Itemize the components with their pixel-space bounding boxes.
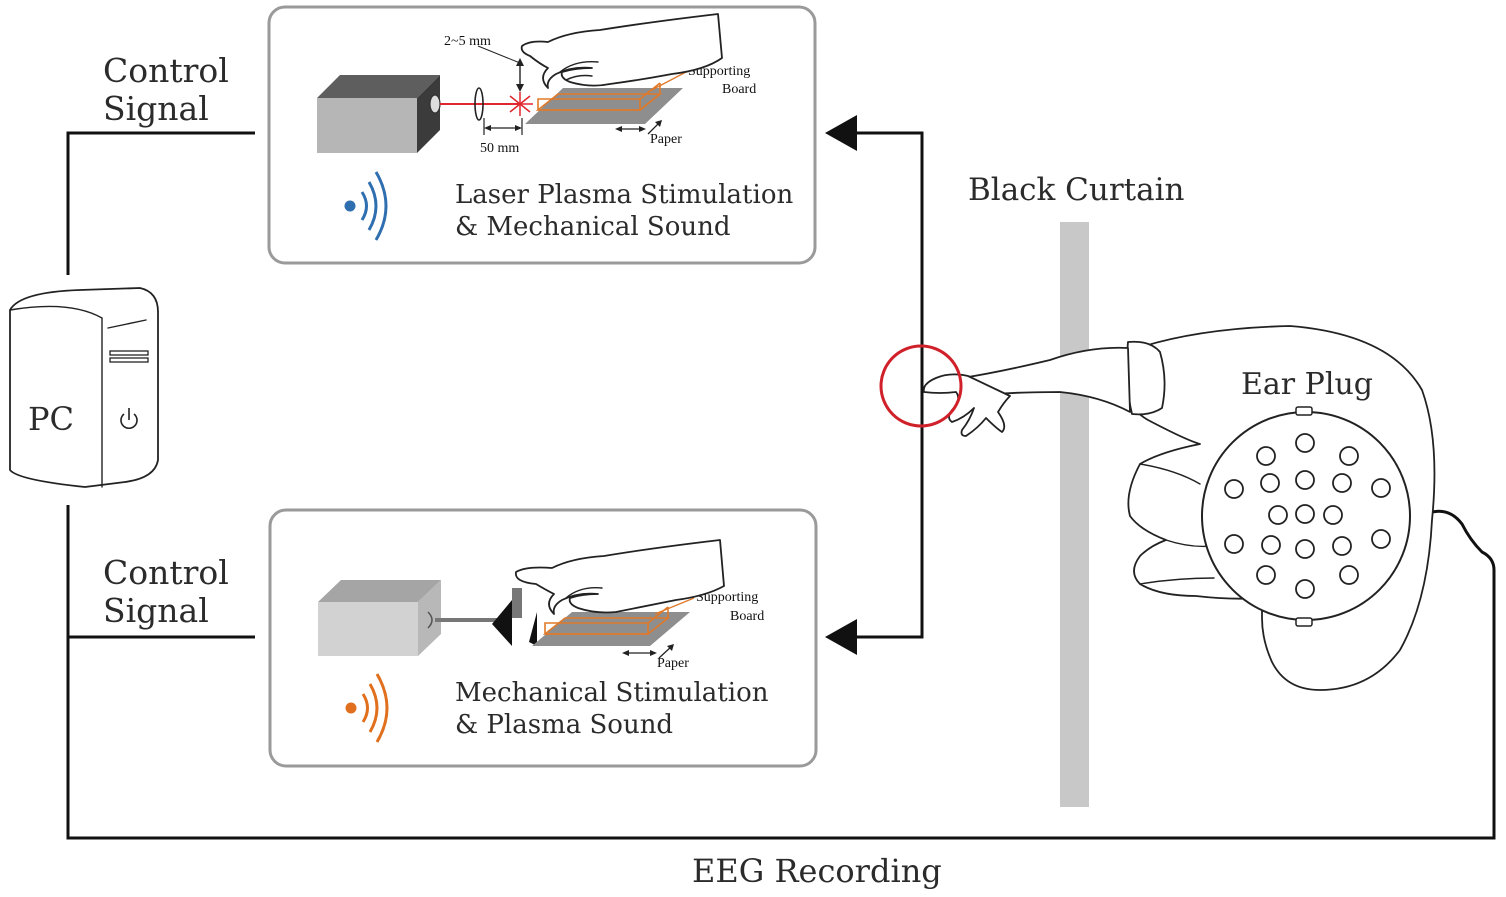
- actuator-device: [318, 580, 441, 656]
- board-label-bottom-2: Board: [730, 609, 764, 624]
- plasma-spark-icon: [507, 92, 533, 116]
- sound-wave-2: [367, 181, 378, 231]
- sound-wave-icon-orange: [345, 673, 389, 743]
- subject: Ear Plug: [922, 325, 1436, 691]
- control-signal-top-line2: Signal: [103, 89, 209, 128]
- gap-label: 2~5 mm: [444, 34, 491, 49]
- board-label-top-2: Board: [722, 82, 756, 97]
- eeg-electrodes: [1224, 433, 1391, 599]
- ear-plug-label: Ear Plug: [1241, 367, 1373, 402]
- panel-top-title-2: & Mechanical Sound: [455, 212, 731, 242]
- distance-label: 50 mm: [480, 141, 519, 156]
- panel-bottom-title-1: Mechanical Stimulation: [455, 678, 769, 708]
- pc-label: PC: [28, 400, 74, 438]
- arrow-to-bottom-panel: [825, 619, 857, 655]
- pc-tower: PC: [9, 287, 159, 488]
- sound-wave-3: [374, 171, 388, 241]
- sound-wave-1: [361, 693, 369, 723]
- sound-dot: [344, 200, 356, 212]
- paper-label-bottom: Paper: [657, 656, 689, 671]
- panel-bottom-title-2: & Plasma Sound: [455, 710, 673, 740]
- paper-label-top: Paper: [650, 132, 682, 147]
- contact-highlight-circle: [879, 344, 963, 428]
- hand-top: [520, 13, 723, 89]
- sound-wave-2: [368, 683, 379, 733]
- eeg-recording-label: EEG Recording: [692, 852, 942, 890]
- panel-mechanical: Supporting Board Paper Mechanical Stimul…: [268, 508, 818, 768]
- hand-bottom: [514, 539, 725, 615]
- black-curtain-label: Black Curtain: [968, 172, 1185, 208]
- subject-hand: [922, 373, 1011, 437]
- focusing-lens: [474, 87, 484, 121]
- sound-wave-1: [360, 191, 368, 221]
- control-signal-bottom-line1: Control: [103, 553, 229, 592]
- panel-top-title-1: Laser Plasma Stimulation: [455, 180, 793, 210]
- sound-wave-icon-blue: [344, 171, 388, 241]
- control-signal-bottom-line2: Signal: [103, 591, 209, 630]
- panel-laser-plasma: 2~5 mm 50 mm Supporting Board Paper: [267, 5, 817, 265]
- arrow-to-top-panel: [825, 115, 857, 151]
- control-signal-top-line1: Control: [103, 51, 229, 90]
- power-icon: [120, 408, 138, 429]
- sound-dot: [345, 702, 357, 714]
- laser-device: [317, 75, 441, 153]
- connection-wires: [66, 115, 1496, 840]
- black-curtain: [1060, 222, 1089, 807]
- sound-wave-3: [375, 673, 389, 743]
- board-label-bottom-1: Supporting: [696, 590, 758, 605]
